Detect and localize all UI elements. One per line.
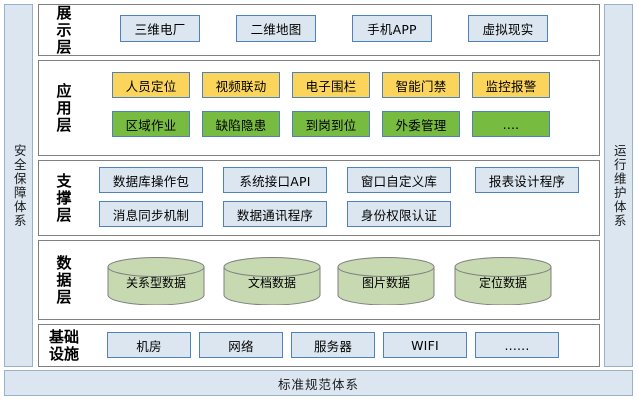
bottom-bar-label: 标准规范体系 [277,376,359,392]
layer-support-label: 支撑层 [56,171,72,224]
cylinder-relational-data-label: 关系型数据 [125,275,186,290]
layer-display: 展示层 三维电厂 二维地图 手机APP 虚拟现实 [38,4,600,56]
cylinder-positioning-data[interactable]: 定位数据 [454,257,552,305]
node-smart-access-control[interactable]: 智能门禁 [382,72,460,98]
node-identity-permission-auth[interactable]: 身份权限认证 [347,201,451,227]
right-rail-label: 运行维护体系 [611,143,627,228]
node-outsourcing-management[interactable]: 外委管理 [382,111,460,137]
cylinder-document-data-label: 文档数据 [247,275,296,290]
node-2d-map[interactable]: 二维地图 [236,15,316,42]
node-virtual-reality[interactable]: 虚拟现实 [468,15,548,42]
database-cylinder-icon [454,257,552,305]
left-rail-label: 安全保障体系 [11,143,27,228]
left-rail-security-system: 安全保障体系 [4,4,33,367]
node-video-linkage[interactable]: 视频联动 [202,72,280,98]
layer-display-label-cell: 展示层 [39,3,87,56]
node-message-sync-mechanism[interactable]: 消息同步机制 [99,201,203,227]
layer-application-body: 人员定位 视频联动 电子围栏 智能门禁 监控报警 区域作业 缺陷隐患 到岗到位 … [87,61,599,155]
layer-support: 支撑层 数据库操作包 系统接口API 窗口自定义库 报表设计程序 消息同步机制 … [38,160,600,236]
node-infrastructure-more[interactable]: ...... [475,332,559,358]
database-cylinder-icon [337,257,435,305]
layer-infrastructure: 基础设施 机房 网络 服务器 WIFI ...... [38,324,600,367]
node-network[interactable]: 网络 [199,332,283,358]
layer-data-label: 数据层 [56,253,72,306]
node-machine-room[interactable]: 机房 [107,332,191,358]
layer-infrastructure-body: 机房 网络 服务器 WIFI ...... [87,325,599,366]
right-rail-ops-maintenance-system: 运行维护体系 [604,4,633,367]
layer-display-body: 三维电厂 二维地图 手机APP 虚拟现实 [87,5,599,55]
cylinder-document-data[interactable]: 文档数据 [223,257,321,305]
node-area-operation[interactable]: 区域作业 [112,111,190,137]
layer-support-label-cell: 支撑层 [39,161,87,235]
layer-infrastructure-label: 基础设施 [48,327,79,363]
node-mobile-app[interactable]: 手机APP [352,15,432,42]
cylinder-relational-data[interactable]: 关系型数据 [107,257,205,305]
node-monitoring-alarm[interactable]: 监控报警 [472,72,550,98]
cylinder-image-data-label: 图片数据 [361,275,410,290]
node-window-custom-library[interactable]: 窗口自定义库 [347,167,451,193]
node-system-interface-api[interactable]: 系统接口API [223,167,327,193]
cylinder-image-data[interactable]: 图片数据 [337,257,435,305]
bottom-bar-standards-system: 标准规范体系 [4,370,633,396]
node-3d-power-plant[interactable]: 三维电厂 [120,15,200,42]
layer-support-body: 数据库操作包 系统接口API 窗口自定义库 报表设计程序 消息同步机制 数据通讯… [87,161,599,235]
layer-data: 数据层 关系型数据 文档数据 [38,240,600,320]
node-data-communication-program[interactable]: 数据通讯程序 [223,201,327,227]
node-personnel-positioning[interactable]: 人员定位 [112,72,190,98]
database-cylinder-icon [107,257,205,305]
layer-application-label: 应用层 [56,81,72,134]
node-report-design-program[interactable]: 报表设计程序 [475,167,579,193]
layer-display-label: 展示层 [56,3,72,56]
layer-data-label-cell: 数据层 [39,241,87,319]
layer-application-label-cell: 应用层 [39,61,87,155]
node-server[interactable]: 服务器 [291,332,375,358]
layer-infrastructure-label-cell: 基础设施 [39,325,87,366]
node-database-operation-package[interactable]: 数据库操作包 [99,167,203,193]
node-application-more[interactable]: .... [472,111,550,137]
cylinder-positioning-data-label: 定位数据 [478,275,527,290]
database-cylinder-icon [223,257,321,305]
node-on-duty-in-place[interactable]: 到岗到位 [292,111,370,137]
node-defect-hazard[interactable]: 缺陷隐患 [202,111,280,137]
node-electronic-fence[interactable]: 电子围栏 [292,72,370,98]
layer-application: 应用层 人员定位 视频联动 电子围栏 智能门禁 监控报警 区域作业 缺陷隐患 到… [38,60,600,156]
layer-data-body: 关系型数据 文档数据 图片数据 [87,241,599,319]
node-wifi[interactable]: WIFI [383,332,467,358]
